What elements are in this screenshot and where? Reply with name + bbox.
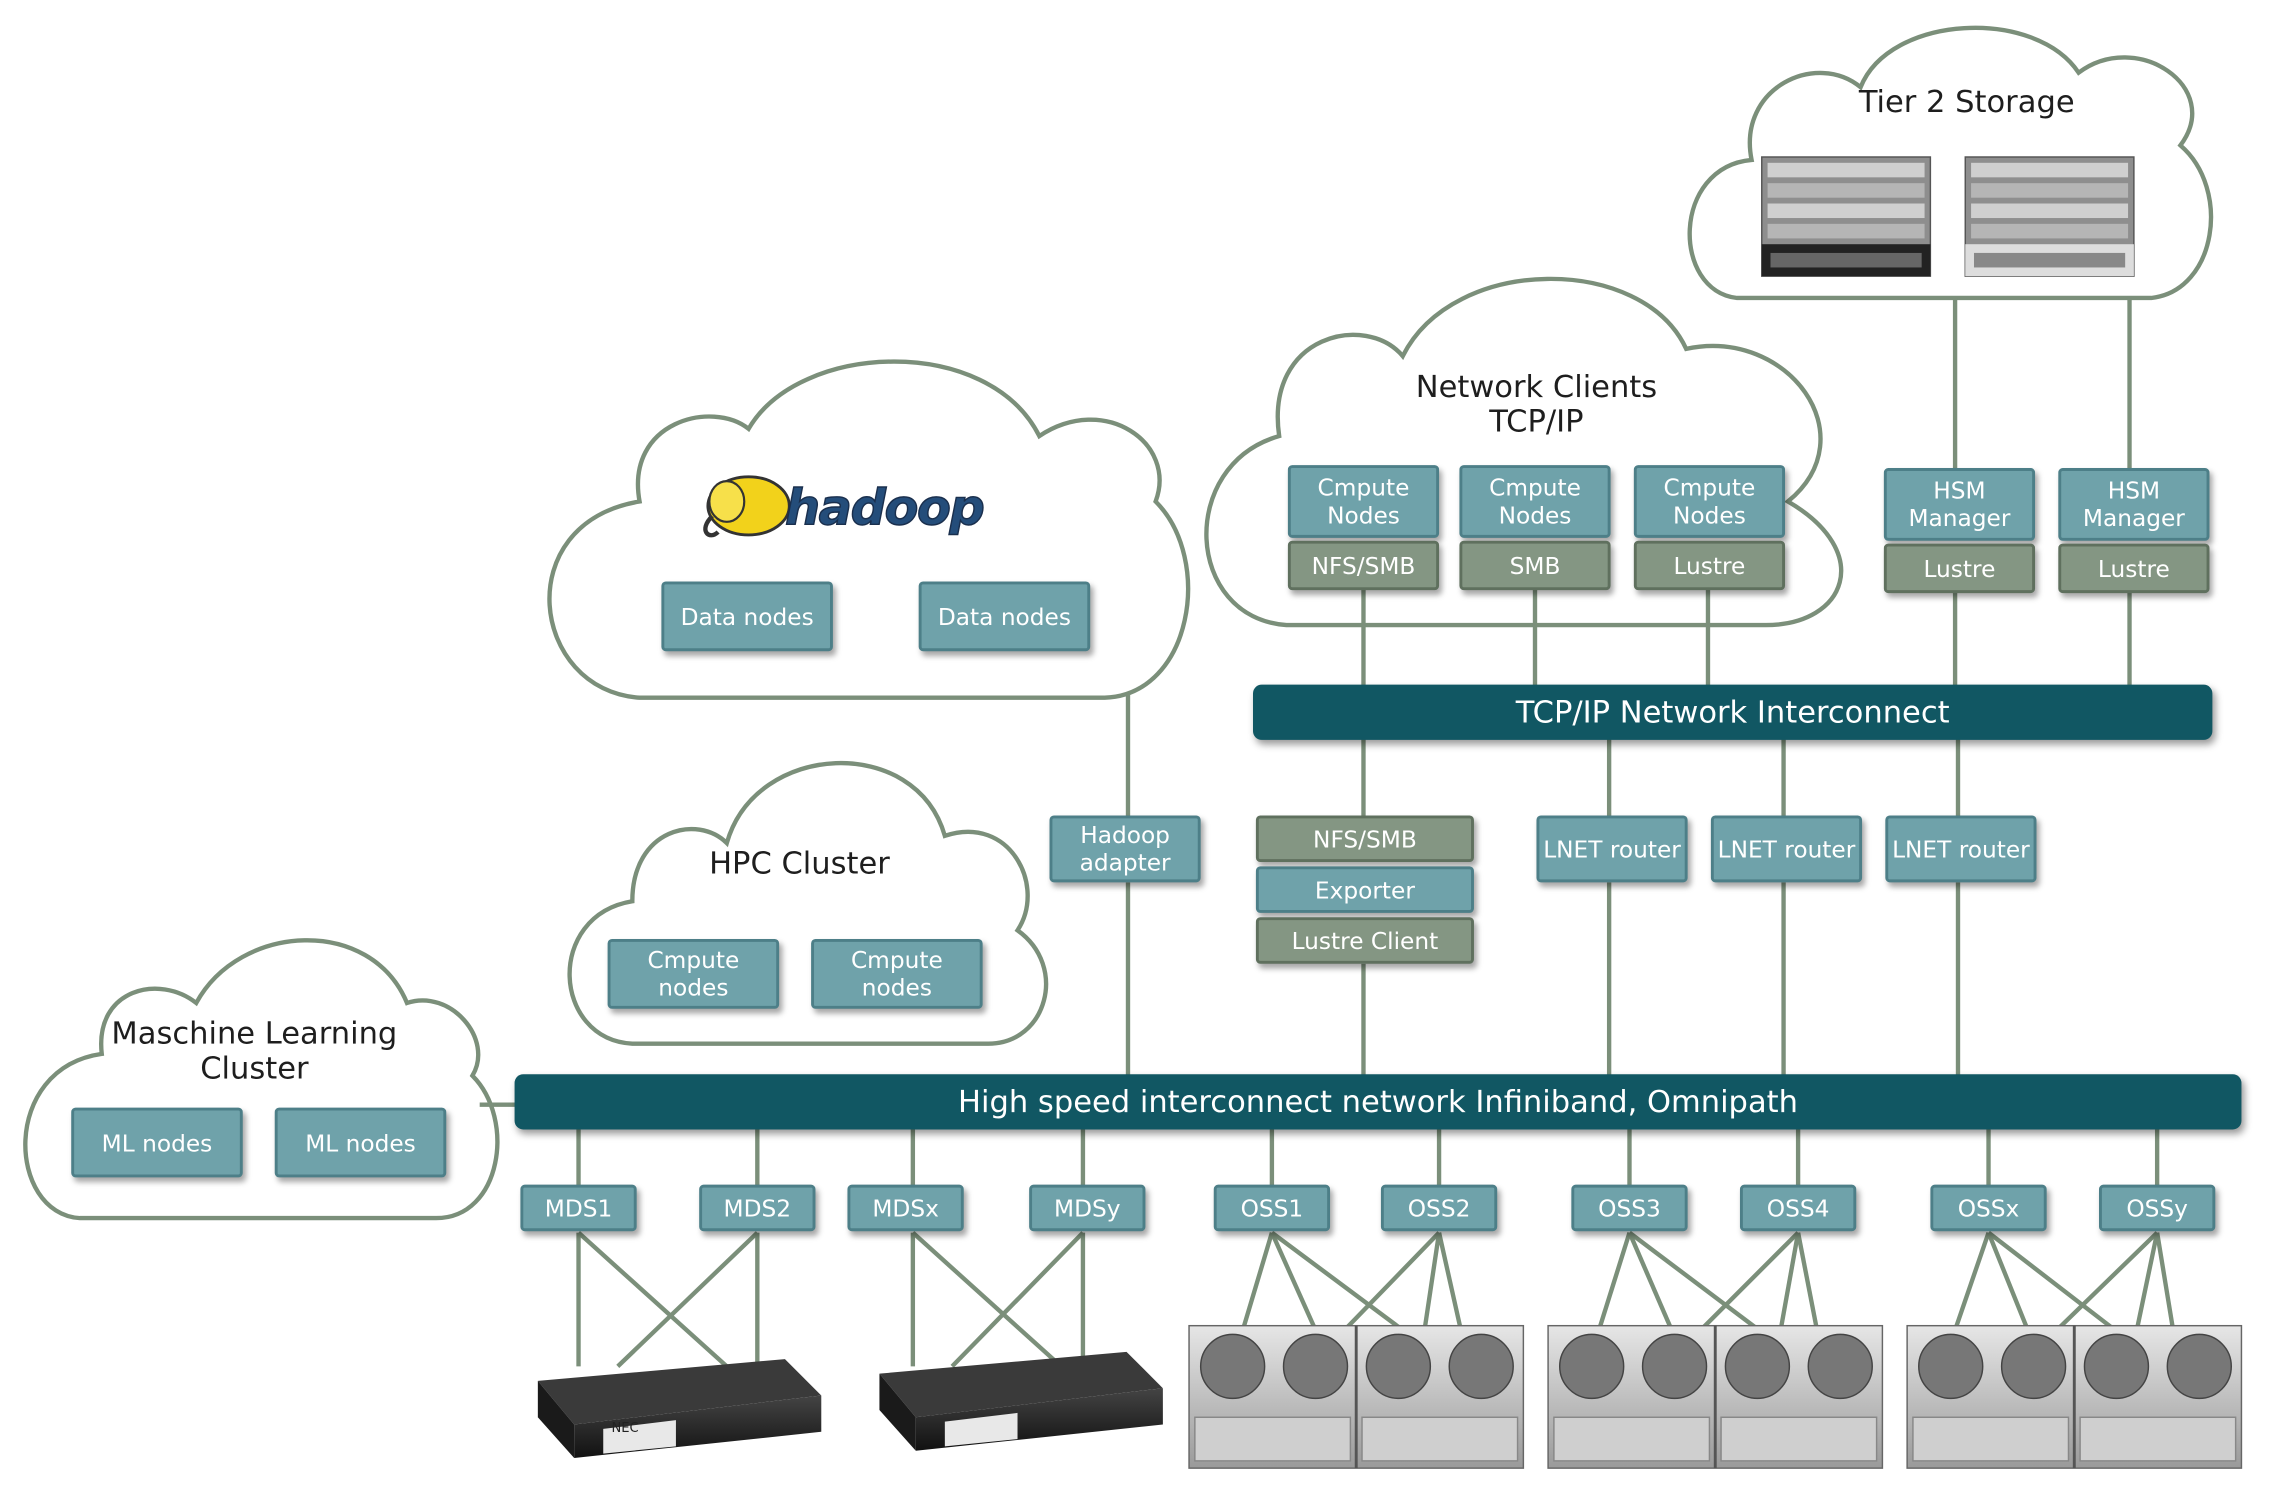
compute-nodes-box[interactable]: Cmpute Nodes bbox=[1287, 465, 1440, 538]
hsm-lustre-box[interactable]: Lustre bbox=[1883, 543, 2036, 594]
ml-nodes-box[interactable]: ML nodes bbox=[274, 1107, 447, 1178]
hsm-lustre-box[interactable]: Lustre bbox=[2058, 543, 2210, 594]
hadoop-adapter-box[interactable]: Hadoop adapter bbox=[1049, 815, 1201, 883]
server-label-oss3[interactable]: OSS3 bbox=[1571, 1184, 1688, 1232]
server-label-mds2[interactable]: MDS2 bbox=[699, 1184, 816, 1232]
storage-array-image bbox=[1761, 156, 1932, 277]
server-label-mdsx[interactable]: MDSx bbox=[847, 1184, 964, 1232]
oss-enclosure-pair bbox=[1906, 1324, 2243, 1469]
server-label-mdsy[interactable]: MDSy bbox=[1029, 1184, 1146, 1232]
hadoop-logo: hadoop bbox=[784, 479, 985, 539]
hadoop-data-nodes-box[interactable]: Data nodes bbox=[661, 581, 833, 652]
tier2-storage-title: Tier 2 Storage bbox=[1858, 84, 2075, 120]
ml-cluster-title-line1: Maschine Learning bbox=[111, 1016, 398, 1051]
network-clients-title-line1: Network Clients bbox=[1415, 369, 1658, 405]
ml-cluster-title-line2: Cluster bbox=[200, 1050, 309, 1086]
network-clients-title: Network Clients TCP/IP bbox=[1391, 369, 1682, 439]
hsm-manager-box[interactable]: HSM Manager bbox=[1883, 468, 2036, 541]
hpc-compute-nodes-box[interactable]: Cmpute nodes bbox=[607, 939, 780, 1009]
exporter-box[interactable]: Exporter bbox=[1255, 866, 1474, 913]
storage-array-image bbox=[1964, 156, 2135, 277]
oss-enclosure-pair bbox=[1547, 1324, 1884, 1469]
smb-box[interactable]: SMB bbox=[1459, 540, 1611, 591]
hsm-manager-box[interactable]: HSM Manager bbox=[2058, 468, 2210, 541]
network-clients-cloud bbox=[1204, 276, 1844, 628]
gateway-nfs-smb-box[interactable]: NFS/SMB bbox=[1255, 815, 1474, 862]
oss-enclosure-pair bbox=[1188, 1324, 1525, 1469]
lustre-client-box[interactable]: Lustre Client bbox=[1255, 917, 1474, 964]
ml-cluster-title: Maschine Learning Cluster bbox=[87, 1016, 421, 1086]
server-label-mds1[interactable]: MDS1 bbox=[520, 1184, 637, 1232]
mds-storage-device bbox=[537, 1359, 822, 1458]
server-label-oss4[interactable]: OSS4 bbox=[1739, 1184, 1857, 1232]
server-label-oss2[interactable]: OSS2 bbox=[1380, 1184, 1498, 1232]
lustre-box[interactable]: Lustre bbox=[1633, 540, 1786, 591]
compute-nodes-box[interactable]: Cmpute Nodes bbox=[1633, 465, 1786, 538]
compute-nodes-box[interactable]: Cmpute Nodes bbox=[1459, 465, 1611, 538]
hpc-compute-nodes-box[interactable]: Cmpute nodes bbox=[811, 939, 983, 1009]
server-label-ossx[interactable]: OSSx bbox=[1930, 1184, 2047, 1232]
hpc-cluster-title: HPC Cluster bbox=[709, 845, 890, 881]
ml-nodes-box[interactable]: ML nodes bbox=[71, 1107, 243, 1178]
nfs-smb-box[interactable]: NFS/SMB bbox=[1287, 540, 1440, 591]
server-label-oss1[interactable]: OSS1 bbox=[1213, 1184, 1331, 1232]
hadoop-elephant-icon bbox=[703, 475, 791, 538]
nec-badge: NEC bbox=[611, 1420, 639, 1436]
tcp-ip-interconnect-bar[interactable]: TCP/IP Network Interconnect bbox=[1253, 684, 2213, 740]
mds-storage-device bbox=[879, 1351, 1163, 1451]
lnet-router-box[interactable]: LNET router bbox=[1536, 815, 1688, 883]
hadoop-data-nodes-box[interactable]: Data nodes bbox=[918, 581, 1091, 652]
high-speed-interconnect-bar[interactable]: High speed interconnect network Infiniba… bbox=[514, 1074, 2242, 1130]
server-label-ossy[interactable]: OSSy bbox=[2098, 1184, 2216, 1232]
network-clients-title-line2: TCP/IP bbox=[1489, 404, 1584, 439]
lnet-router-box[interactable]: LNET router bbox=[1710, 815, 1863, 883]
lnet-router-box[interactable]: LNET router bbox=[1885, 815, 2037, 883]
